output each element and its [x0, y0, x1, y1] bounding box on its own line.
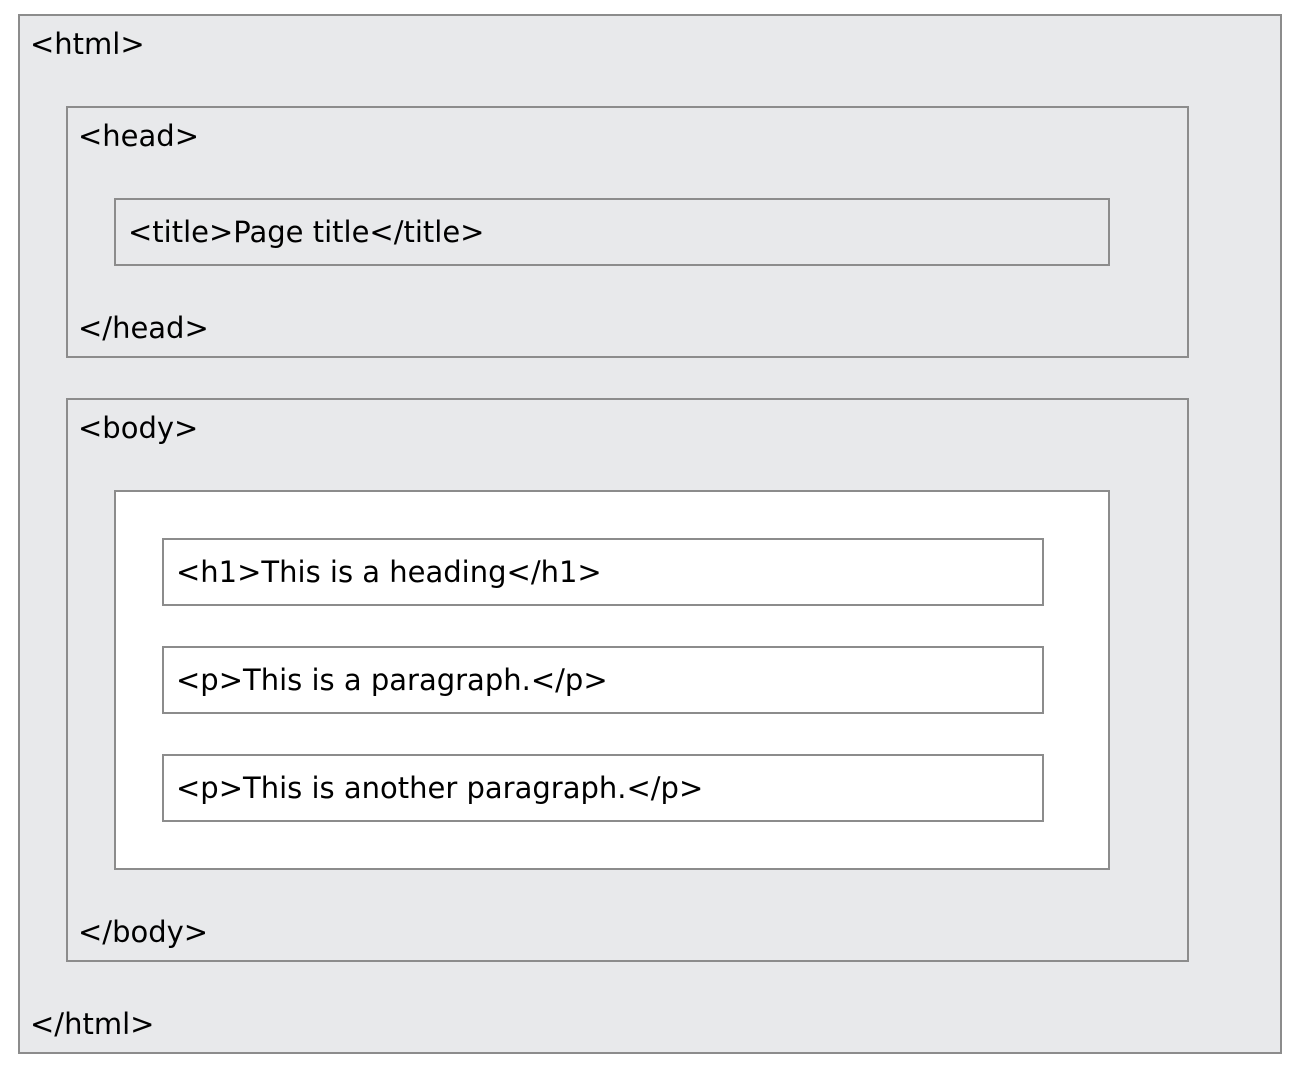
- title-element-label: <title>Page title</title>: [128, 215, 485, 249]
- title-element-box: <title>Page title</title>: [114, 198, 1110, 266]
- h1-element-box: <h1>This is a heading</h1>: [162, 538, 1044, 606]
- body-open-tag: <body>: [78, 411, 199, 445]
- h1-element-label: <h1>This is a heading</h1>: [176, 555, 602, 589]
- another-paragraph-element-box: <p>This is another paragraph.</p>: [162, 754, 1044, 822]
- paragraph-element-box: <p>This is a paragraph.</p>: [162, 646, 1044, 714]
- body-close-tag: </body>: [78, 915, 209, 949]
- another-paragraph-element-label: <p>This is another paragraph.</p>: [176, 771, 704, 805]
- paragraph-element-label: <p>This is a paragraph.</p>: [176, 663, 608, 697]
- html-open-tag: <html>: [30, 27, 145, 61]
- head-close-tag: </head>: [78, 311, 209, 345]
- head-open-tag: <head>: [78, 119, 199, 153]
- html-close-tag: </html>: [30, 1007, 155, 1041]
